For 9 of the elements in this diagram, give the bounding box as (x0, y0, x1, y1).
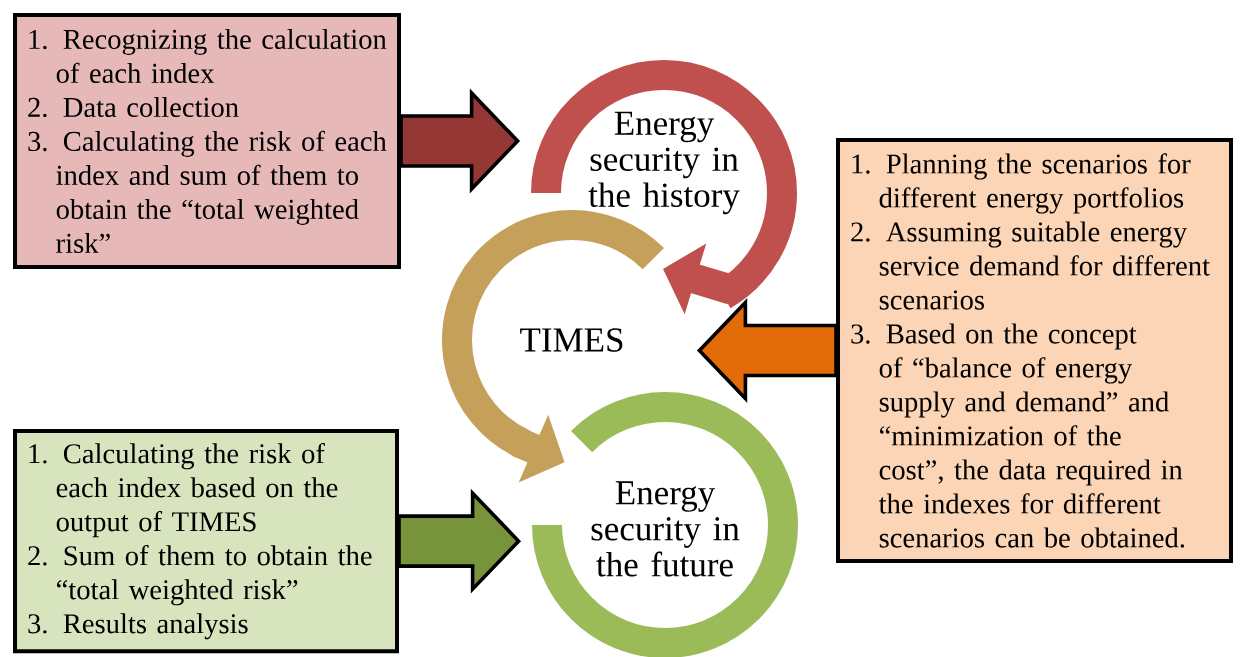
block-arrow (399, 88, 521, 194)
block-arrow (696, 298, 838, 403)
text-box: 1. Recognizing the calculation of each index 2. Data collection 3. Calculating the risk of each index and sum of them to obtain the “total weighted risk” (13, 13, 401, 269)
block-arrow (397, 488, 522, 594)
text-box: 1. Planning the scenarios for different energy portfolios 2. Assuming suitable energy service demand for different scenarios 3. Based on the concept of “balance of energy supply and demand” and “minimization of the cost”, the data required in the indexes for different scenarios can be obtained. (836, 138, 1233, 563)
ring: Energy security in the future (532, 392, 798, 657)
ring: Energy security in the history (531, 60, 797, 308)
text-box: 1. Calculating the risk of each index based on the output of TIMES 2. Sum of them to obtain the “total weighted risk” 3. Results analysis (13, 429, 399, 654)
ring: TIMES (442, 210, 664, 458)
